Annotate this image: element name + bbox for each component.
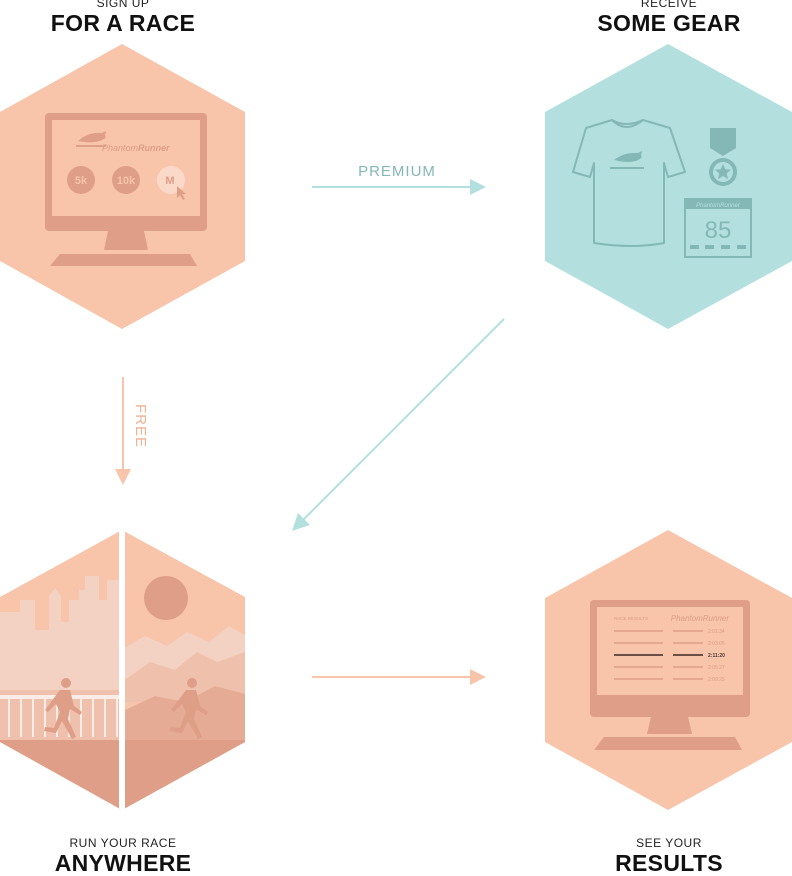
free-arrow-label: FREE	[132, 404, 149, 448]
result-row: 2:01:34	[614, 629, 725, 635]
run-to-results-arrow	[312, 669, 486, 685]
gear-hexagon: PhantomRunner 85	[545, 44, 792, 329]
step-signup-heading: SIGN UP FOR A RACE	[0, 0, 253, 36]
premium-arrow-label: PREMIUM	[358, 163, 436, 180]
step-run-heading: RUN YOUR RACE ANYWHERE	[0, 836, 253, 876]
premium-arrow: PREMIUM	[312, 163, 486, 195]
result-time: 2:01:34	[708, 629, 725, 635]
runner-trail-icon	[170, 678, 208, 739]
race-bib-icon: PhantomRunner 85	[684, 198, 752, 258]
result-row-highlighted: 2:11:20	[614, 653, 725, 659]
results-brand: PhantomRunner	[671, 614, 730, 623]
phantom-runner-logo: PhantomRunner	[76, 131, 170, 153]
tshirt-icon	[572, 119, 686, 247]
step-run-title: ANYWHERE	[54, 850, 192, 876]
signup-hexagon: PhantomRunner 5k 10k M	[0, 44, 245, 329]
results-hexagon: RACE RESULTS PhantomRunner 2:01:34 2:03:…	[545, 530, 792, 810]
result-row: 2:05:27	[614, 665, 725, 671]
cursor-icon	[177, 186, 186, 200]
run-hexagon	[0, 530, 245, 810]
step-signup-small: SIGN UP	[96, 0, 150, 10]
result-time: 2:09:25	[708, 677, 725, 683]
race-option-5k-label: 5k	[75, 175, 88, 187]
result-time: 2:11:20	[708, 653, 725, 659]
results-monitor-icon	[590, 600, 750, 750]
gear-to-run-arrow	[292, 318, 505, 531]
bib-brand: PhantomRunner	[696, 203, 741, 209]
race-option-marathon-label: M	[165, 175, 174, 187]
logo-text-runner: Runner	[138, 143, 170, 153]
runner-city-icon	[44, 678, 82, 739]
step-results-small: SEE YOUR	[636, 836, 702, 850]
step-gear-small: RECEIVE	[640, 0, 698, 10]
free-arrow: FREE	[115, 377, 149, 485]
medal-icon	[709, 128, 737, 186]
step-results-heading: SEE YOUR RESULTS	[539, 836, 792, 876]
bib-number: 85	[705, 217, 732, 244]
results-list: 2:01:34 2:03:05 2:11:20 2:05:27 2:09:25	[614, 629, 725, 683]
race-option-5k[interactable]: 5k	[67, 166, 95, 194]
race-option-10k-label: 10k	[117, 175, 136, 187]
step-gear-heading: RECEIVE SOME GEAR	[539, 0, 792, 36]
split-divider	[119, 530, 125, 810]
race-option-10k[interactable]: 10k	[112, 166, 140, 194]
step-gear-title: SOME GEAR	[597, 10, 741, 36]
result-time: 2:05:27	[708, 665, 725, 671]
result-row: 2:03:05	[614, 641, 725, 647]
step-signup-title: FOR A RACE	[50, 10, 196, 36]
logo-text-phantom: Phantom	[102, 143, 139, 153]
step-results-title: RESULTS	[615, 850, 723, 876]
svg-text:PhantomRunner: PhantomRunner	[102, 143, 170, 153]
result-row: 2:09:25	[614, 677, 725, 683]
results-title: RACE RESULTS	[614, 616, 648, 621]
step-run-small: RUN YOUR RACE	[69, 836, 177, 850]
result-time: 2:03:05	[708, 641, 725, 647]
